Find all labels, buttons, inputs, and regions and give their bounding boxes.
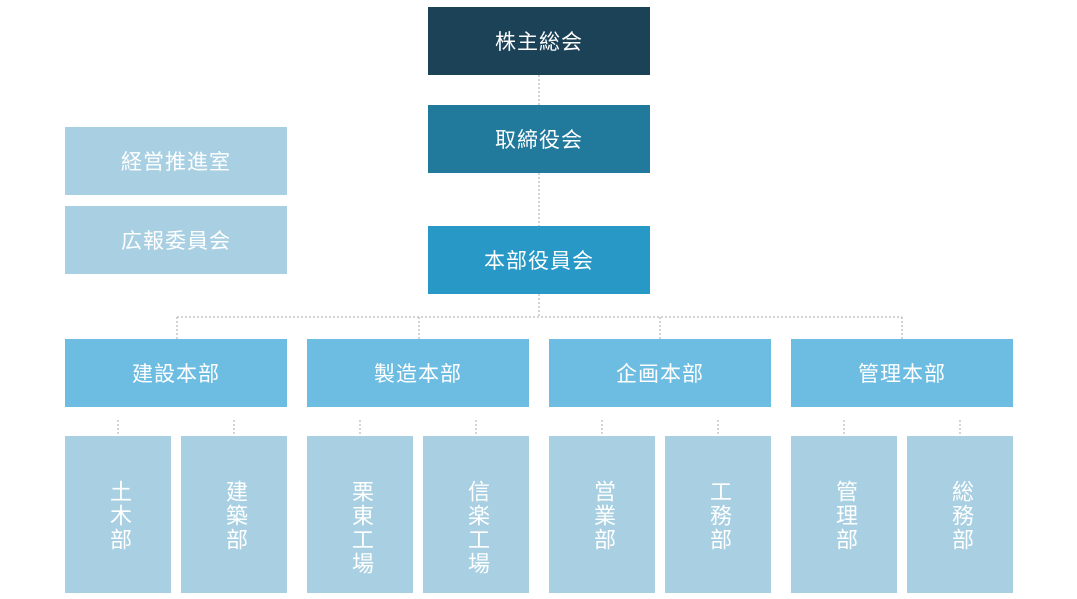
shareholders-meeting-label: 株主総会 [495,30,583,54]
ritto-factory-box: 栗東工場 [307,436,413,593]
management-dept-label: 管理部 [832,480,857,552]
general-affairs-dept-label: 総務部 [948,480,973,552]
general-affairs-dept-box: 総務部 [907,436,1013,593]
construction-management-dept-label: 工務部 [706,480,731,552]
shigaraki-factory-label: 信楽工場 [464,480,489,576]
manufacturing-division-box: 製造本部 [307,339,529,407]
planning-division-box: 企画本部 [549,339,771,407]
public-relations-committee-box: 広報委員会 [65,206,287,274]
administration-division-label: 管理本部 [858,362,946,386]
sales-dept-label: 営業部 [590,480,615,552]
board-of-directors-label: 取締役会 [495,128,583,152]
shigaraki-factory-box: 信楽工場 [423,436,529,593]
management-dept-box: 管理部 [791,436,897,593]
management-promotion-office-box: 経営推進室 [65,127,287,195]
manufacturing-division-label: 製造本部 [374,362,462,386]
construction-management-dept-box: 工務部 [665,436,771,593]
executive-committee-box: 本部役員会 [428,226,650,294]
architecture-dept-label: 建築部 [222,480,247,552]
planning-division-label: 企画本部 [616,362,704,386]
civil-engineering-dept-label: 土木部 [106,480,131,552]
public-relations-committee-label: 広報委員会 [121,229,231,253]
construction-division-label: 建設本部 [132,362,220,386]
ritto-factory-label: 栗東工場 [348,480,373,576]
sales-dept-box: 営業部 [549,436,655,593]
management-promotion-office-label: 経営推進室 [121,150,231,174]
construction-division-box: 建設本部 [65,339,287,407]
civil-engineering-dept-box: 土木部 [65,436,171,593]
shareholders-meeting-box: 株主総会 [428,7,650,75]
architecture-dept-box: 建築部 [181,436,287,593]
executive-committee-label: 本部役員会 [484,249,594,273]
board-of-directors-box: 取締役会 [428,105,650,173]
administration-division-box: 管理本部 [791,339,1013,407]
